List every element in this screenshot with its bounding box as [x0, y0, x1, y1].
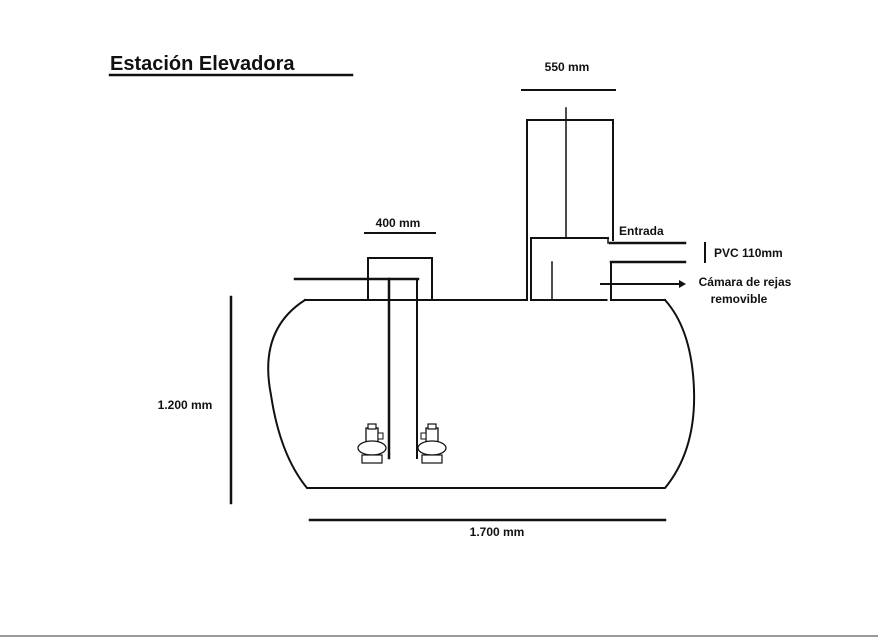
chimney-width-label: 550 mm	[545, 60, 590, 74]
height-label: 1.200 mm	[158, 398, 213, 412]
tank-body	[267, 298, 696, 489]
length-label: 1.700 mm	[470, 525, 525, 539]
diagram-title: Estación Elevadora	[110, 53, 295, 75]
inlet-label: Entrada	[619, 224, 664, 238]
pipe-label: PVC 110mm	[714, 246, 783, 260]
discharge-piping	[293, 277, 420, 460]
pump-icon	[417, 423, 447, 464]
screen-chamber	[530, 237, 609, 301]
pump-icon	[357, 423, 387, 464]
arrow-icon	[600, 280, 686, 288]
screen-label-line2: removible	[711, 292, 768, 306]
inspection-chimney	[526, 107, 614, 301]
screen-label-line1: Cámara de rejas	[699, 275, 792, 289]
access-width-label: 400 mm	[376, 216, 421, 230]
inlet-pipe	[607, 237, 687, 301]
